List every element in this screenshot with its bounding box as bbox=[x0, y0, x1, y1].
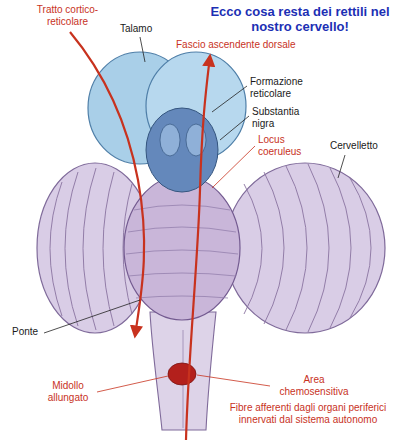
folium bbox=[50, 182, 62, 316]
midbrain bbox=[146, 108, 218, 192]
leader-line bbox=[220, 116, 249, 140]
chemosensitive-area bbox=[168, 363, 196, 385]
part-label: Talamo bbox=[120, 23, 152, 35]
striation bbox=[136, 296, 228, 298]
medulla bbox=[150, 312, 216, 430]
folium bbox=[83, 168, 96, 330]
part-label: Cervelletto bbox=[330, 140, 378, 152]
dorsal-ascending-tract bbox=[186, 56, 210, 440]
striation bbox=[134, 205, 230, 210]
folium bbox=[65, 172, 78, 326]
folium bbox=[244, 184, 262, 314]
page-title: Ecco cosa resta dei rettili nel nostro c… bbox=[205, 4, 395, 34]
folium bbox=[350, 178, 371, 318]
thalamus-right bbox=[146, 52, 246, 160]
folium bbox=[286, 166, 307, 330]
leader-line bbox=[44, 300, 140, 333]
leader-line bbox=[97, 376, 168, 392]
colliculus bbox=[160, 124, 180, 156]
leader-line bbox=[212, 146, 255, 188]
cerebellum-right bbox=[225, 163, 385, 333]
leader-lines bbox=[44, 37, 345, 392]
folium bbox=[330, 168, 351, 328]
part-label: Locus coeruleus bbox=[258, 134, 314, 157]
part-label: Tratto cortico-reticolare bbox=[20, 4, 115, 27]
part-label: Fibre afferenti dagli organi periferici … bbox=[222, 402, 394, 425]
cerebellar-folia bbox=[50, 164, 371, 332]
part-label: Formazione reticolare bbox=[250, 76, 312, 99]
part-label: Substantia nigra bbox=[252, 106, 312, 129]
leader-line bbox=[197, 375, 270, 386]
folium bbox=[103, 172, 114, 326]
part-label: Ponte bbox=[12, 326, 38, 338]
striation bbox=[128, 273, 236, 276]
leader-line bbox=[338, 155, 345, 178]
folium bbox=[264, 172, 284, 324]
leader-line bbox=[212, 86, 247, 112]
striation bbox=[126, 250, 238, 254]
folium bbox=[308, 164, 329, 332]
leader-line bbox=[140, 37, 145, 62]
part-label: Midollo allungato bbox=[40, 380, 96, 403]
cortico-reticular-tract bbox=[70, 32, 144, 336]
part-label: Fascio ascendente dorsale bbox=[176, 39, 296, 51]
part-label: Area chemosensitiva bbox=[270, 374, 358, 397]
